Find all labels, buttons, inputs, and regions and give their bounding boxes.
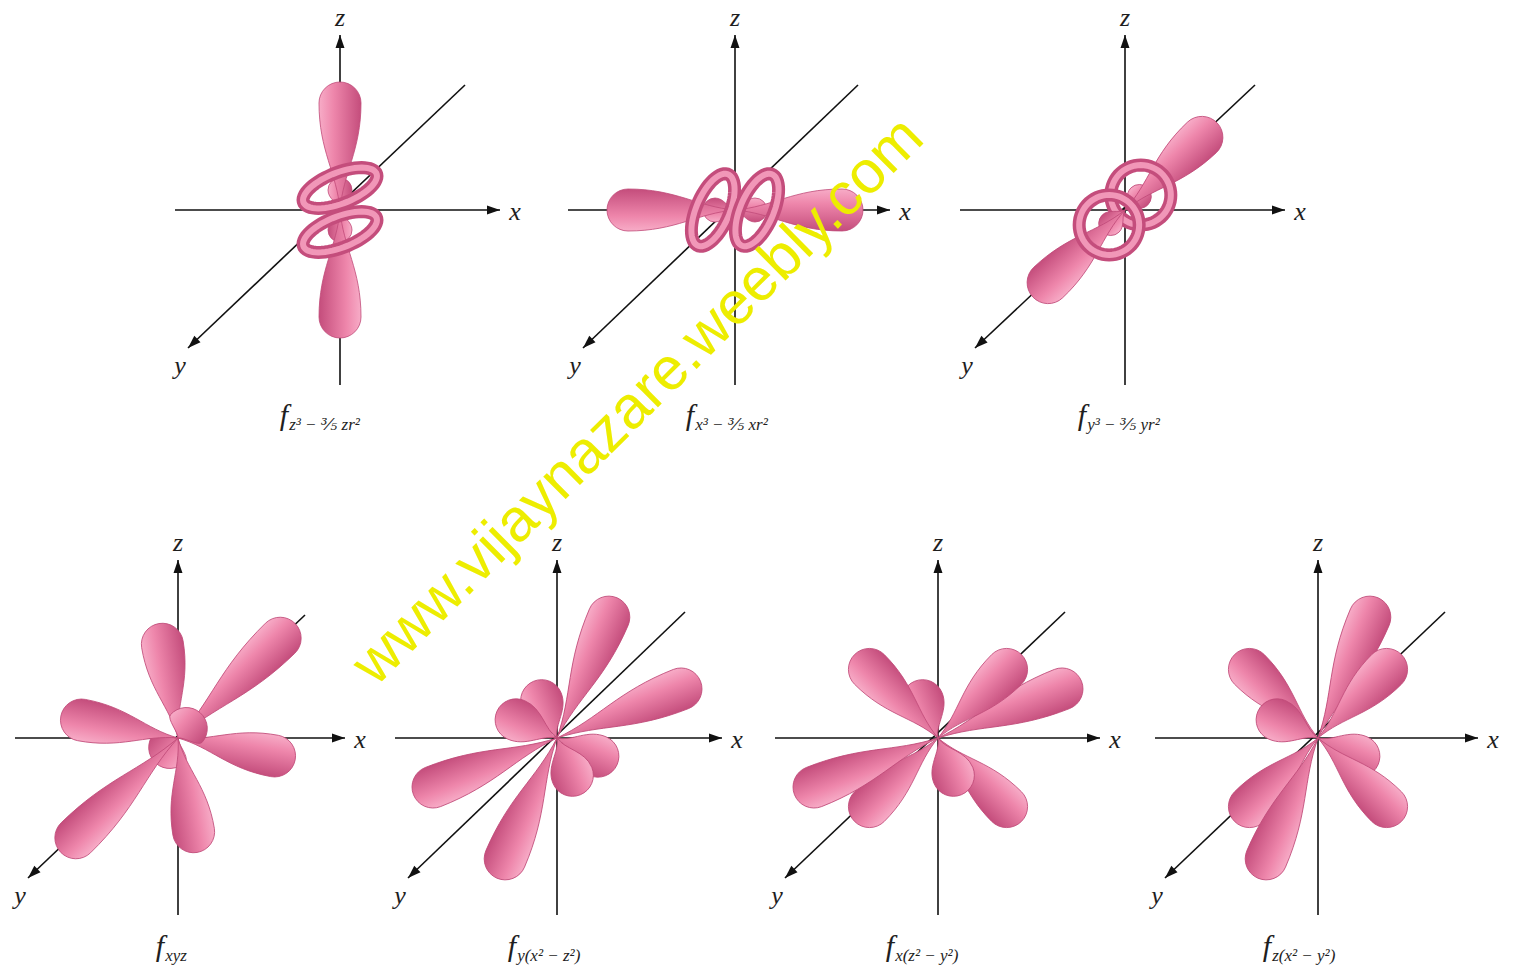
orbital-subscript: z(x² − y²) (1272, 947, 1335, 966)
axis-arrowhead (28, 866, 41, 878)
orbital-ring (303, 212, 377, 253)
axis-arrowhead (553, 560, 562, 573)
axis-label: x (1487, 726, 1499, 755)
orbital-subscript: x³ − ⅗ xr² (695, 416, 768, 435)
orbital-lobe (923, 640, 1036, 753)
axis-arrowhead (1121, 35, 1130, 48)
orbital-lobe (319, 82, 361, 210)
axis-arrowhead (877, 206, 890, 215)
orbital-ring-highlight (303, 168, 377, 209)
orbital-name: f (156, 929, 164, 962)
orbital-lobe (787, 718, 946, 814)
axis-label: y (771, 882, 783, 911)
axis-label: x (899, 198, 911, 227)
y-axis (408, 612, 685, 878)
axis-arrowhead (188, 336, 201, 348)
orbital-panel (1155, 560, 1478, 915)
axis-label: y (394, 882, 406, 911)
y-axis (975, 85, 1255, 348)
orbital-lobe (157, 735, 218, 856)
orbital-subscript: y³ − ⅗ yr² (1087, 416, 1160, 435)
axis-label: z (173, 529, 183, 558)
orbital-ring-highlight (691, 174, 734, 247)
orbital-panel (960, 35, 1285, 385)
axis-arrowhead (975, 336, 988, 348)
axis-label: z (1313, 529, 1323, 558)
orbital-lobe (1239, 730, 1338, 887)
axis-arrowhead (583, 336, 596, 348)
axis-arrowhead (731, 35, 740, 48)
axis-arrowhead (1165, 866, 1178, 878)
axis-arrowhead (709, 734, 722, 743)
axis-label: z (335, 4, 345, 33)
orbital-subscript: y(x² − z²) (517, 947, 580, 966)
y-axis (785, 612, 1065, 878)
orbital-lobe (1249, 692, 1326, 757)
orbital-lobe (840, 640, 953, 753)
orbital-lobe (1303, 723, 1416, 836)
axis-label: z (1120, 4, 1130, 33)
axis-label: x (354, 726, 366, 755)
orbital-lobe (57, 696, 182, 759)
orbital-lobe (162, 699, 216, 752)
orbital-lobe (919, 730, 981, 803)
axis-label: y (174, 352, 186, 381)
orbital-name: f (280, 398, 288, 431)
orbital-lobe (319, 210, 361, 338)
axis-label: y (961, 352, 973, 381)
axis-arrowhead (1465, 734, 1478, 743)
orbital-ring-highlight (303, 212, 377, 253)
axis-label: z (933, 529, 943, 558)
watermark: www.vijaynazare.weebly.com (338, 103, 935, 697)
orbital-lobe (1018, 195, 1139, 313)
axis-arrowhead (332, 734, 345, 743)
axis-arrowhead (785, 866, 798, 878)
orbital-lobe (538, 730, 600, 803)
axis-label: y (14, 882, 26, 911)
orbital-lobe (538, 590, 637, 747)
orbital-name: f (686, 398, 694, 431)
axis-label: z (552, 529, 562, 558)
orbital-subscript: z³ − ⅗ zr² (289, 416, 360, 435)
orbital-ring (303, 168, 377, 209)
orbital-panel (775, 560, 1100, 915)
orbital-name: f (1078, 398, 1086, 431)
axis-label: x (509, 198, 521, 227)
orbital-panel (175, 35, 500, 385)
orbital-lobe (488, 692, 565, 757)
orbital-subscript: xyz (165, 947, 187, 966)
orbital-ring-highlight (1079, 195, 1139, 255)
axis-arrowhead (408, 866, 420, 878)
orbital-name: f (886, 929, 894, 962)
axis-arrowhead (1272, 206, 1285, 215)
y-axis (1165, 612, 1445, 878)
axis-arrowhead (1087, 734, 1100, 743)
orbital-lobe (607, 189, 735, 231)
orbital-lobe (1303, 640, 1416, 753)
axis-label: x (731, 726, 743, 755)
orbital-subscript: x(z² − y²) (895, 947, 958, 966)
axis-arrowhead (174, 560, 183, 573)
axis-arrowhead (487, 206, 500, 215)
axis-label: y (1151, 882, 1163, 911)
orbital-panel (15, 560, 345, 915)
axis-label: x (1294, 198, 1306, 227)
orbital-lobe (46, 723, 193, 867)
axis-arrowhead (336, 35, 345, 48)
axis-label: y (569, 352, 581, 381)
orbital-name: f (1263, 929, 1271, 962)
axis-label: z (730, 4, 740, 33)
axis-label: x (1109, 726, 1121, 755)
orbital-name: f (508, 929, 516, 962)
orbital-ring (1079, 195, 1139, 255)
orbital-ring (691, 174, 734, 247)
axis-arrowhead (1314, 560, 1323, 573)
axis-arrowhead (934, 560, 943, 573)
